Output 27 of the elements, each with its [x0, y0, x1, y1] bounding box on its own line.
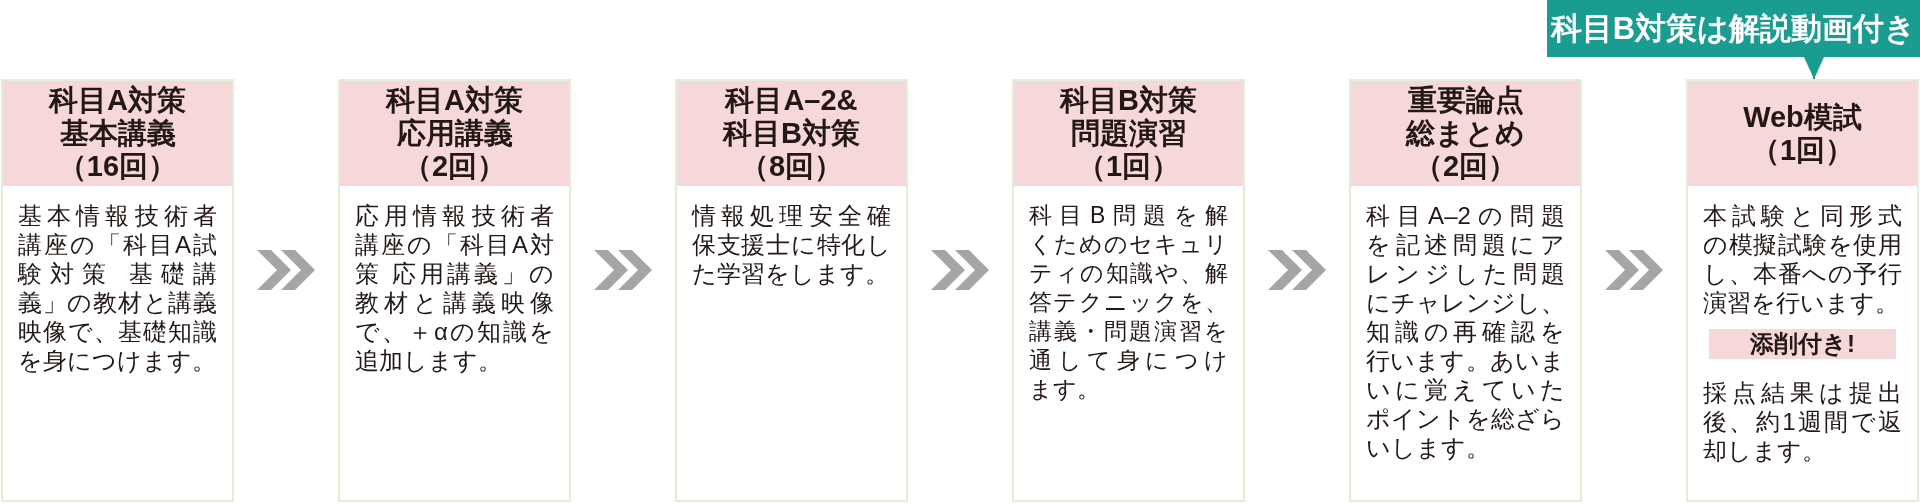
step-description: 基本情報技術者講座の「科目A試験対策 基礎講義」の教材と講義映像で、基礎知識を身につけます。	[18, 201, 217, 375]
step-heading: 科目A対策基本講義（16回）	[3, 81, 232, 186]
step-heading: 科目A対策応用講義（2回）	[340, 81, 569, 186]
chevron-arrow	[931, 250, 989, 290]
step-card	[1686, 79, 1919, 502]
step-card	[338, 79, 571, 502]
step-description: 情報処理安全確保支援士に特化した学習をします。	[692, 201, 891, 288]
step-card	[1, 79, 234, 502]
step-description: 科目B問題を解くためのセキュリティの知識や、解答テクニックを、講義・問題演習を通して身につけます。	[1029, 201, 1228, 404]
highlight-band: 添削付き!	[1709, 329, 1896, 359]
step-description: 応用情報技術者講座の「科目A対策 応用講義」の教材と講義映像で、＋αの知識を追加します。	[355, 201, 554, 375]
chevron-arrow	[1605, 250, 1663, 290]
step-heading: 重要論点総まとめ（2回）	[1351, 81, 1580, 186]
step-description: 採点結果は提出後、約1週間で返却します。	[1703, 378, 1902, 465]
step-card	[1349, 79, 1582, 502]
chevron-arrow	[1268, 250, 1326, 290]
step-card	[1012, 79, 1245, 502]
chevron-arrow	[257, 250, 315, 290]
chevron-arrow	[594, 250, 652, 290]
pointer-arrow	[1804, 56, 1824, 80]
step-heading: 科目A–2&科目B対策（8回）	[677, 81, 906, 186]
callout-banner: 科目B対策は解説動画付き	[1547, 0, 1920, 57]
step-description: 科目A–2の問題を記述問題にアレンジした問題にチャレンジし、知識の再確認を行います。あいまいに覚えていたポイントを総ざらいします。	[1366, 201, 1565, 462]
step-heading: 科目B対策問題演習（1回）	[1014, 81, 1243, 186]
step-card	[675, 79, 908, 502]
step-description: 本試験と同形式の模擬試験を使用し、本番への予行演習を行います。	[1703, 201, 1902, 317]
step-heading: Web模試（1回）	[1688, 81, 1917, 186]
